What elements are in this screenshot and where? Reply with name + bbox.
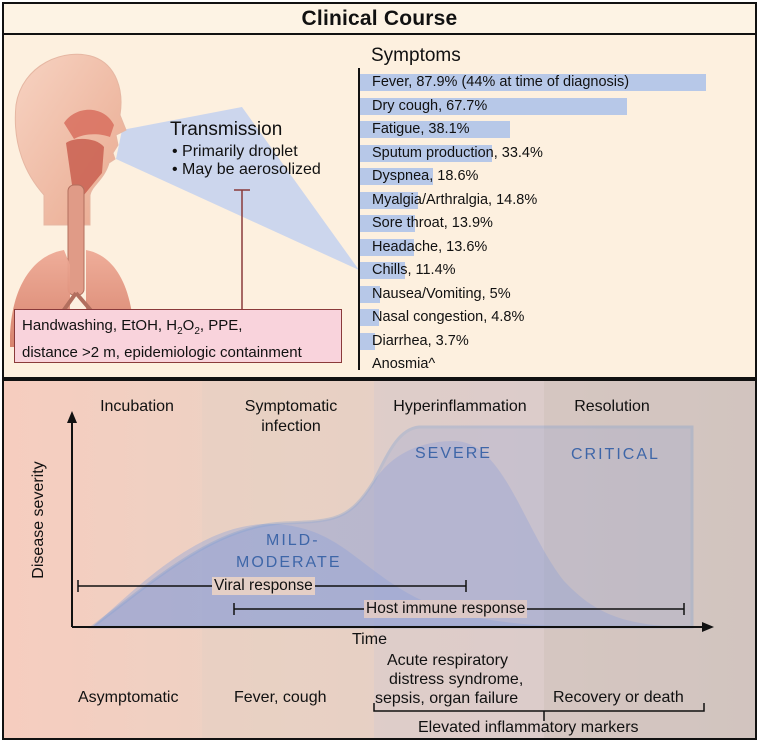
symptoms-heading: Symptoms (371, 45, 461, 66)
band-resolution (544, 381, 755, 738)
symptom-label: Myalgia/Arthralgia, 14.8% (372, 191, 538, 208)
y-axis-label: Disease severity (30, 461, 47, 579)
clinical-course-chart (4, 381, 755, 738)
symptoms-axis-line (358, 68, 360, 370)
symptom-bar (360, 121, 511, 138)
phase-incubation: Incubation (100, 398, 174, 415)
host-response-label: Host immune response (364, 600, 528, 618)
mild-label-line-1: MILD- (266, 532, 320, 549)
symptom-bar (360, 332, 375, 350)
figure-title: Clinical Course (301, 6, 458, 30)
symptom-label: Dry cough, 67.7% (372, 97, 488, 114)
transmission-heading: Transmission (170, 119, 283, 140)
symptom-bar (360, 74, 707, 91)
symptom-bar (360, 168, 434, 185)
symptom-label: Anosmia^ (372, 356, 436, 372)
transmission-bullet-2: • May be aerosolized (172, 161, 321, 178)
severe-label: SEVERE (415, 445, 492, 462)
outcome-recovery: Recovery or death (553, 689, 684, 706)
mild-moderate-area (92, 523, 604, 627)
outcome-ards-line-2: distress syndrome, (389, 671, 524, 688)
symptom-label: Nausea/Vomiting, 5% (372, 285, 511, 302)
respiratory-anatomy-illustration (10, 53, 359, 347)
symptom-label: Sore throat, 13.9% (372, 215, 493, 231)
symptom-bar (360, 238, 414, 256)
symptom-label: Diarrhea, 3.7% (372, 332, 469, 349)
outcome-asymptomatic: Asymptomatic (78, 689, 179, 706)
mild-label-line-2: MODERATE (236, 554, 342, 571)
outcome-ards-line-1: Acute respiratory (387, 652, 508, 669)
phase-hyperinflammation: Hyperinflammation (393, 398, 527, 415)
viral-response-label: Viral response (212, 577, 315, 595)
title-bar: Clinical Course (2, 2, 757, 35)
prevention-line-2: distance >2 m, epidemiologic containment (22, 344, 302, 361)
outcome-ards-line-3: sepsis, organ failure (375, 690, 519, 707)
symptom-label: Fatigue, 38.1% (372, 121, 470, 137)
symptom-label: Headache, 13.6% (372, 238, 488, 255)
symptom-label: Dyspnea, 18.6% (372, 168, 479, 184)
prevention-box: Handwashing, EtOH, H2O2, PPE, distance >… (14, 309, 342, 363)
bullet-2-text: May be aerosolized (182, 161, 321, 178)
markers-bracket (373, 703, 705, 712)
outcome-inflammatory-markers: Elevated inflammatory markers (418, 719, 639, 736)
prevention-line-1: Handwashing, EtOH, H2O2, PPE, (22, 317, 243, 337)
outcome-fever-cough: Fever, cough (234, 689, 327, 706)
top-panel: Transmission • Primarily droplet • May b… (2, 35, 757, 379)
transmission-bullet-1: • Primarily droplet (172, 143, 298, 160)
symptom-bar (360, 144, 492, 162)
band-symptomatic (202, 381, 374, 738)
band-hyperinflammation (374, 381, 544, 738)
trachea-shape (67, 184, 85, 296)
x-axis-label: Time (352, 631, 387, 648)
head-shape (14, 53, 127, 226)
symptom-label: Sputum production, 33.4% (372, 144, 543, 161)
symptom-label: Fever, 87.9% (44% at time of diagnosis) (372, 74, 630, 90)
symptom-bar (360, 309, 379, 326)
symptom-bar (360, 262, 405, 279)
symptom-label: Chills, 11.4% (372, 262, 456, 278)
symptom-bar (360, 285, 380, 303)
bullet-1-text: Primarily droplet (182, 143, 298, 160)
symptom-bar (360, 215, 415, 232)
symptom-bar (360, 97, 627, 115)
symptom-label: Nasal congestion, 4.8% (372, 309, 525, 325)
phase-symptomatic: Symptomatic infection (244, 398, 338, 435)
critical-label: CRITICAL (571, 446, 660, 463)
transmission-cone (116, 107, 359, 270)
phase-resolution: Resolution (574, 398, 650, 415)
bottom-panel: Incubation Symptomatic infection Hyperin… (2, 379, 757, 740)
symptom-bar (360, 191, 419, 209)
